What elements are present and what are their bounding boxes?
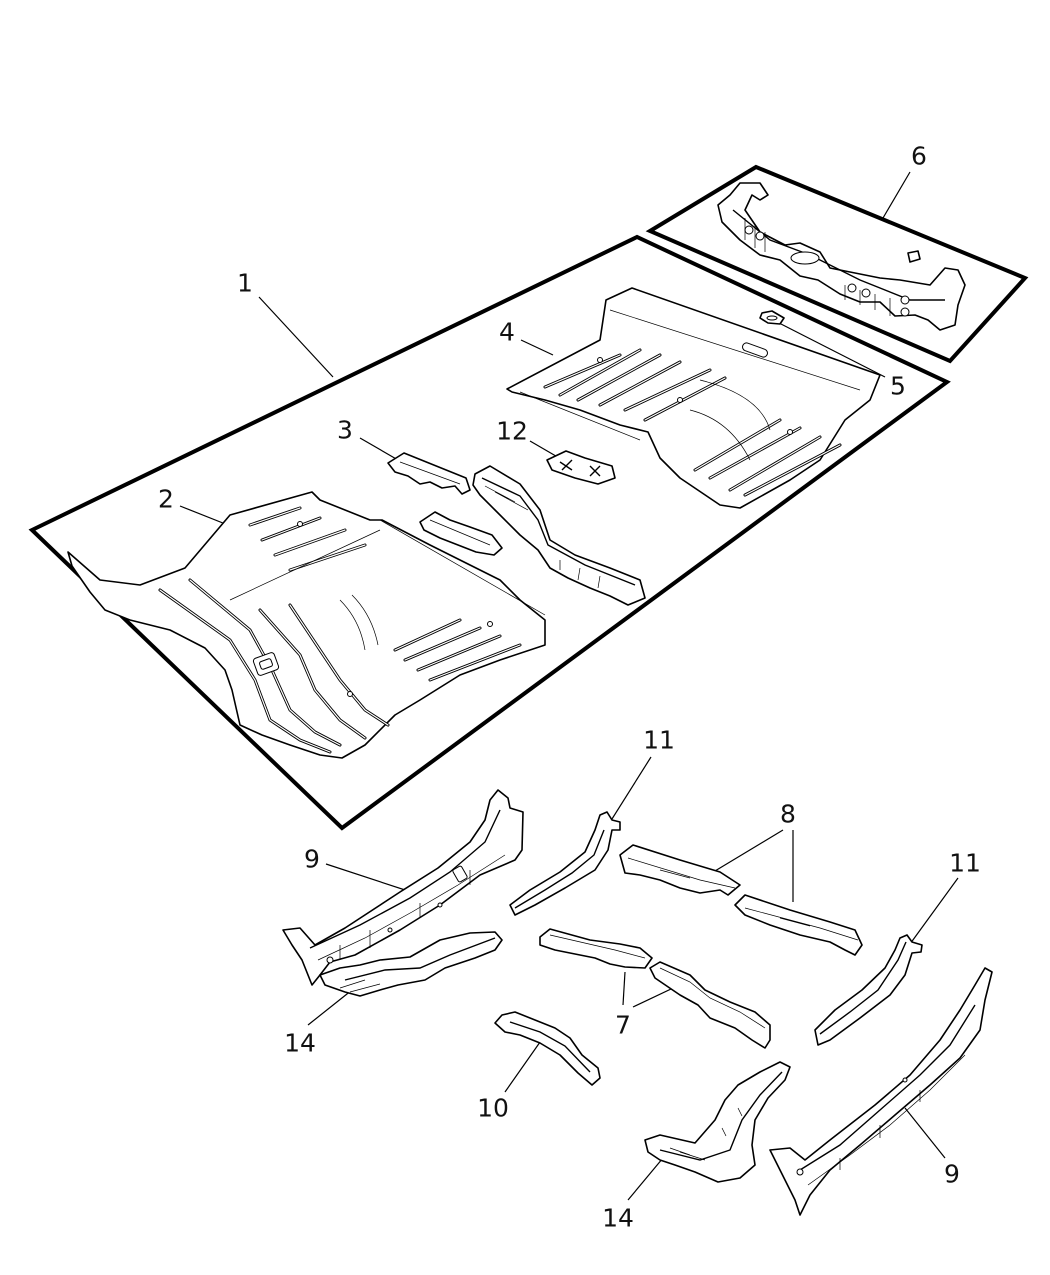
callout-14-right: 14 bbox=[602, 1203, 634, 1233]
callout-4: 4 bbox=[499, 317, 515, 347]
part-6-rear-crossmember[interactable] bbox=[717, 182, 966, 331]
callout-10: 10 bbox=[477, 1093, 509, 1123]
callout-14-left: 14 bbox=[284, 1028, 316, 1058]
callout-11-right: 11 bbox=[949, 848, 981, 878]
callout-8: 8 bbox=[780, 799, 796, 829]
part-11-right-inner-sill[interactable] bbox=[814, 934, 923, 1046]
callout-2: 2 bbox=[158, 484, 174, 514]
leader-lines bbox=[179, 171, 959, 1201]
group-1-frame bbox=[28, 234, 951, 831]
part-14-left-floor-extension[interactable] bbox=[319, 931, 503, 997]
callout-3: 3 bbox=[337, 415, 353, 445]
part-10-tunnel-crossmember[interactable] bbox=[494, 1011, 601, 1086]
callout-9-left: 9 bbox=[304, 844, 320, 874]
part-9-left-sill-rail[interactable] bbox=[282, 789, 524, 986]
part-floor-bracket-small[interactable] bbox=[419, 511, 503, 556]
part-14-right-floor-extension[interactable] bbox=[644, 1061, 791, 1183]
group-6-frame bbox=[645, 164, 1029, 364]
callout-6: 6 bbox=[911, 141, 927, 171]
part-3-front-crossmember[interactable] bbox=[387, 452, 646, 606]
part-2-front-floor-pan[interactable] bbox=[67, 491, 546, 759]
part-12-bracket[interactable] bbox=[546, 450, 616, 485]
callout-12: 12 bbox=[496, 416, 528, 446]
callout-7: 7 bbox=[615, 1010, 631, 1040]
callout-5: 5 bbox=[890, 371, 906, 401]
callout-1: 1 bbox=[237, 268, 253, 298]
part-7-floor-reinforcements[interactable] bbox=[539, 928, 771, 1049]
part-8-rear-crossmembers[interactable] bbox=[619, 844, 863, 956]
part-9-right-sill-rail[interactable] bbox=[769, 967, 993, 1216]
part-11-left-inner-sill[interactable] bbox=[509, 811, 621, 916]
callout-11-left: 11 bbox=[643, 725, 675, 755]
part-5-plug[interactable] bbox=[759, 310, 785, 325]
callout-9-right: 9 bbox=[944, 1159, 960, 1189]
part-4-rear-floor-pan[interactable] bbox=[506, 287, 881, 509]
